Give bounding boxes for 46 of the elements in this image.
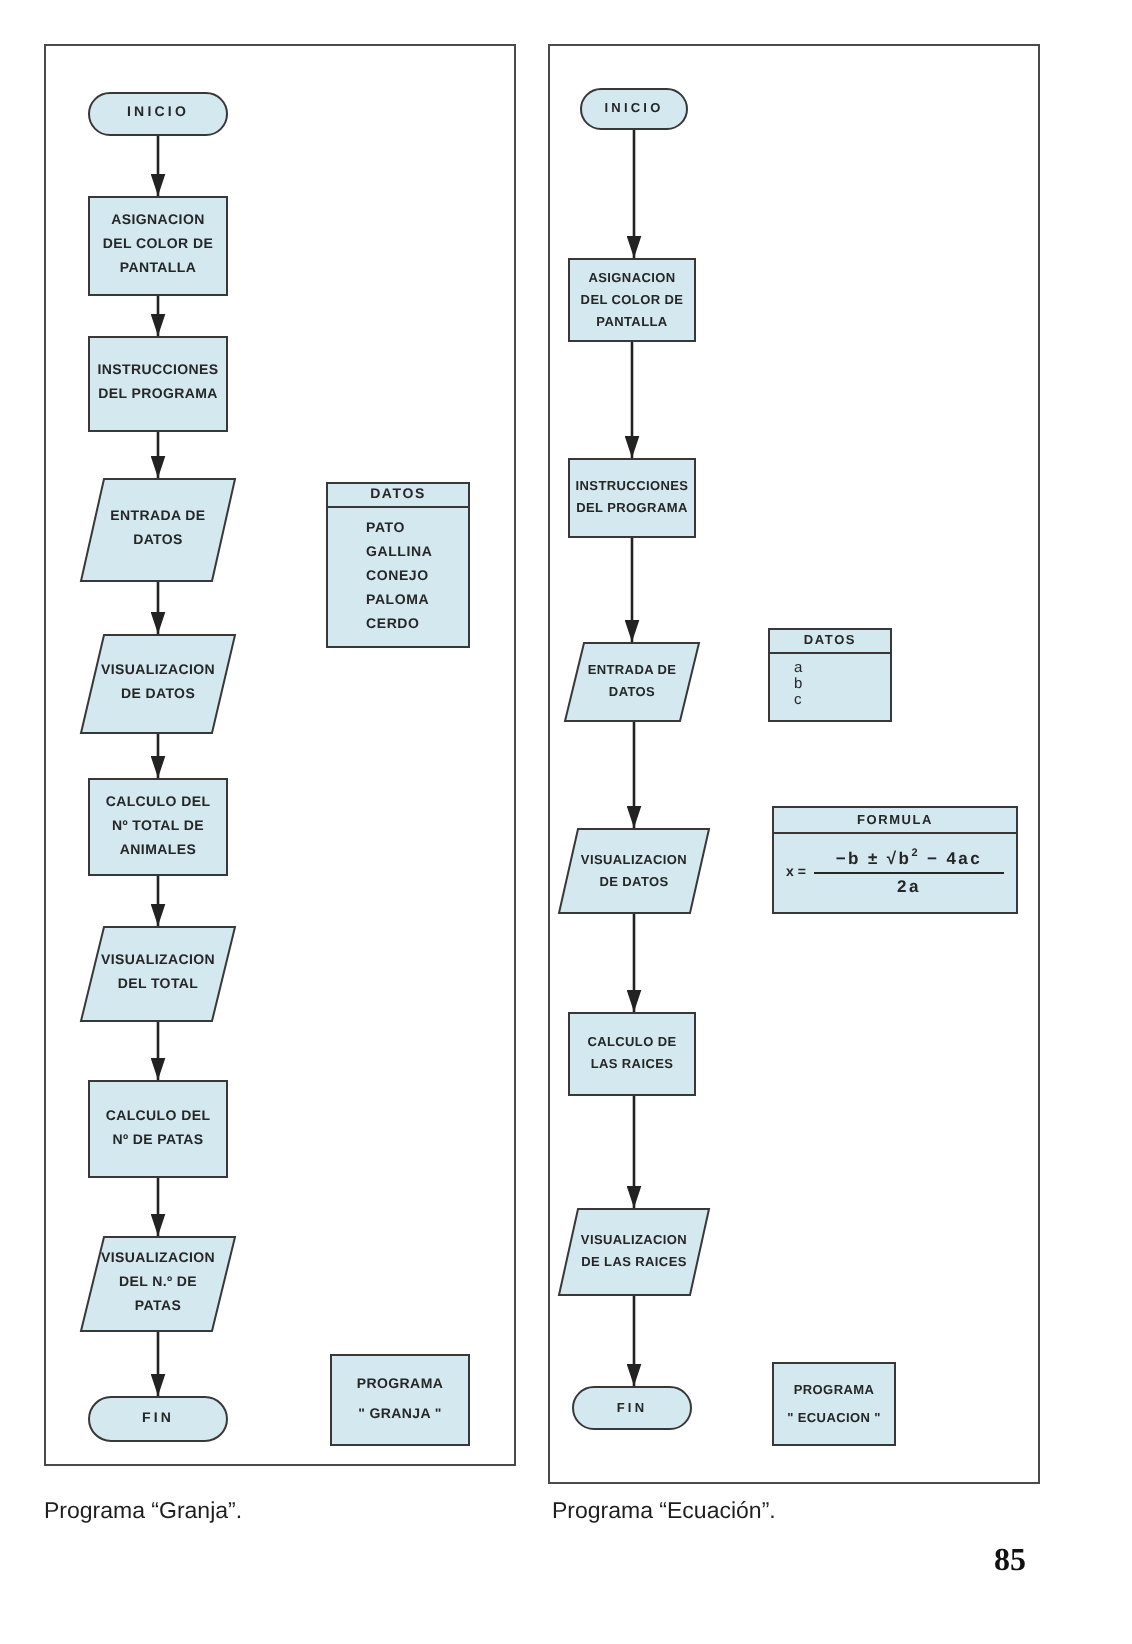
formula-table xyxy=(772,806,1018,914)
flow-arrow xyxy=(624,342,640,458)
process-box xyxy=(330,1354,470,1446)
flow-arrow xyxy=(150,1332,166,1396)
flow-arrow xyxy=(150,1022,166,1080)
process-box xyxy=(88,196,228,296)
process-box xyxy=(568,1012,696,1096)
process-box xyxy=(772,1362,896,1446)
page-number: 85 xyxy=(994,1544,1026,1580)
flow-arrow xyxy=(150,582,166,634)
flow-arrow xyxy=(150,136,166,196)
input-output-parallelogram xyxy=(558,1208,710,1296)
input-output-parallelogram xyxy=(80,1236,236,1332)
process-box xyxy=(568,258,696,342)
flow-arrow xyxy=(150,876,166,926)
flow-arrow xyxy=(150,432,166,478)
data-table xyxy=(326,482,470,648)
flow-arrow xyxy=(626,914,642,1012)
formula-numerator: −b ± √b$^{2}$ − 4ac xyxy=(835,848,983,870)
input-output-parallelogram xyxy=(80,634,236,734)
process-box xyxy=(568,458,696,538)
figure-caption: Programa “Granja”. xyxy=(44,1500,243,1524)
flowchart-frame xyxy=(44,44,516,1466)
terminal-pill xyxy=(572,1386,692,1430)
terminal-pill xyxy=(88,1396,228,1442)
input-output-parallelogram xyxy=(80,478,236,582)
process-box xyxy=(88,778,228,876)
input-output-parallelogram xyxy=(558,828,710,914)
flow-arrow xyxy=(626,722,642,828)
input-output-parallelogram xyxy=(564,642,700,722)
terminal-pill xyxy=(88,92,228,136)
process-box xyxy=(88,1080,228,1178)
flow-arrow xyxy=(150,734,166,778)
flow-arrow xyxy=(626,1096,642,1208)
flowchart-frame xyxy=(548,44,1040,1484)
process-box xyxy=(88,336,228,432)
figure-caption: Programa “Ecuación”. xyxy=(552,1500,776,1524)
terminal-pill xyxy=(580,88,688,130)
flow-arrow xyxy=(626,130,642,258)
formula-denominator: 2a xyxy=(897,876,921,898)
input-output-parallelogram xyxy=(80,926,236,1022)
flow-arrow xyxy=(150,1178,166,1236)
flow-arrow xyxy=(624,538,640,642)
flow-arrow xyxy=(150,296,166,336)
flow-arrow xyxy=(626,1296,642,1386)
data-table xyxy=(768,628,892,722)
